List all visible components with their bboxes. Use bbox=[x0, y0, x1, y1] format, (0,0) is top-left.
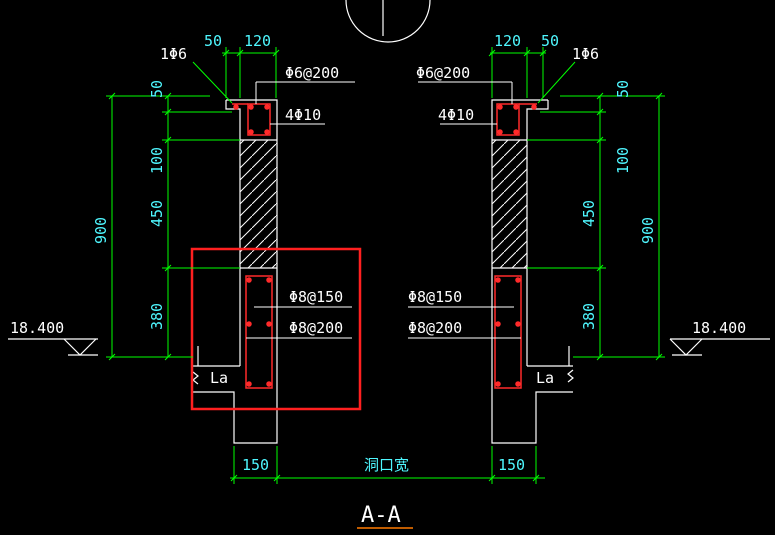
dim-top-120-left: 120 bbox=[244, 32, 271, 50]
label-stirrup-200-right: Φ8@200 bbox=[408, 319, 462, 337]
dim-v-50-right: 50 bbox=[614, 80, 632, 98]
dim-v-900-left: 900 bbox=[92, 217, 110, 244]
dim-v-380-left: 380 bbox=[148, 303, 166, 330]
axis-circle bbox=[345, 0, 431, 43]
dim-v-50-left: 50 bbox=[148, 80, 166, 98]
dim-v-900-right: 900 bbox=[639, 217, 657, 244]
dim-v-100-right: 100 bbox=[614, 147, 632, 174]
label-main-bar-right: 4Φ10 bbox=[438, 106, 474, 124]
label-main-bar-left: 4Φ10 bbox=[285, 106, 321, 124]
dim-v-450-right: 450 bbox=[580, 200, 598, 227]
dim-top-120-right: 120 bbox=[494, 32, 521, 50]
dim-opening-width: 洞口宽 bbox=[364, 456, 409, 474]
dim-v-450-left: 450 bbox=[148, 200, 166, 227]
elevation-left: 18.400 bbox=[10, 319, 64, 337]
label-stirrup-top-left: Φ6@200 bbox=[285, 64, 339, 82]
right-column-rebar bbox=[494, 275, 522, 389]
right-leaders bbox=[408, 81, 521, 339]
right-dimension-lines bbox=[488, 47, 665, 484]
label-stirrup-150-right: Φ8@150 bbox=[408, 288, 462, 306]
left-cap-rebar bbox=[232, 103, 271, 136]
dim-v-380-right: 380 bbox=[580, 303, 598, 330]
dim-bottom-150-right: 150 bbox=[498, 456, 525, 474]
elevation-right: 18.400 bbox=[692, 319, 746, 337]
right-break-marks bbox=[567, 346, 574, 383]
dim-bottom-150-left: 150 bbox=[242, 456, 269, 474]
left-leaders bbox=[246, 81, 355, 339]
dim-top-50-right: 50 bbox=[541, 32, 559, 50]
left-dimension-lines bbox=[106, 47, 545, 484]
highlight-box bbox=[190, 247, 362, 411]
right-cap-rebar bbox=[496, 103, 537, 136]
label-stirrup-150-left: Φ8@150 bbox=[289, 288, 343, 306]
label-la-right: La bbox=[536, 369, 554, 387]
left-break-marks bbox=[192, 346, 199, 385]
left-masonry-hatch bbox=[240, 140, 277, 268]
right-masonry-hatch bbox=[492, 140, 527, 268]
label-stirrup-200-left: Φ8@200 bbox=[289, 319, 343, 337]
label-1phi6-right: 1Φ6 bbox=[572, 45, 599, 63]
label-stirrup-top-right: Φ6@200 bbox=[416, 64, 470, 82]
section-title: A-A bbox=[361, 503, 401, 528]
left-column-rebar bbox=[245, 275, 273, 389]
right-elevation-mark bbox=[669, 338, 770, 356]
label-1phi6-left: 1Φ6 bbox=[160, 45, 187, 63]
dim-top-50-left: 50 bbox=[204, 32, 222, 50]
label-la-left: La bbox=[210, 369, 228, 387]
left-elevation-mark bbox=[8, 338, 98, 356]
dim-v-100-left: 100 bbox=[148, 147, 166, 174]
